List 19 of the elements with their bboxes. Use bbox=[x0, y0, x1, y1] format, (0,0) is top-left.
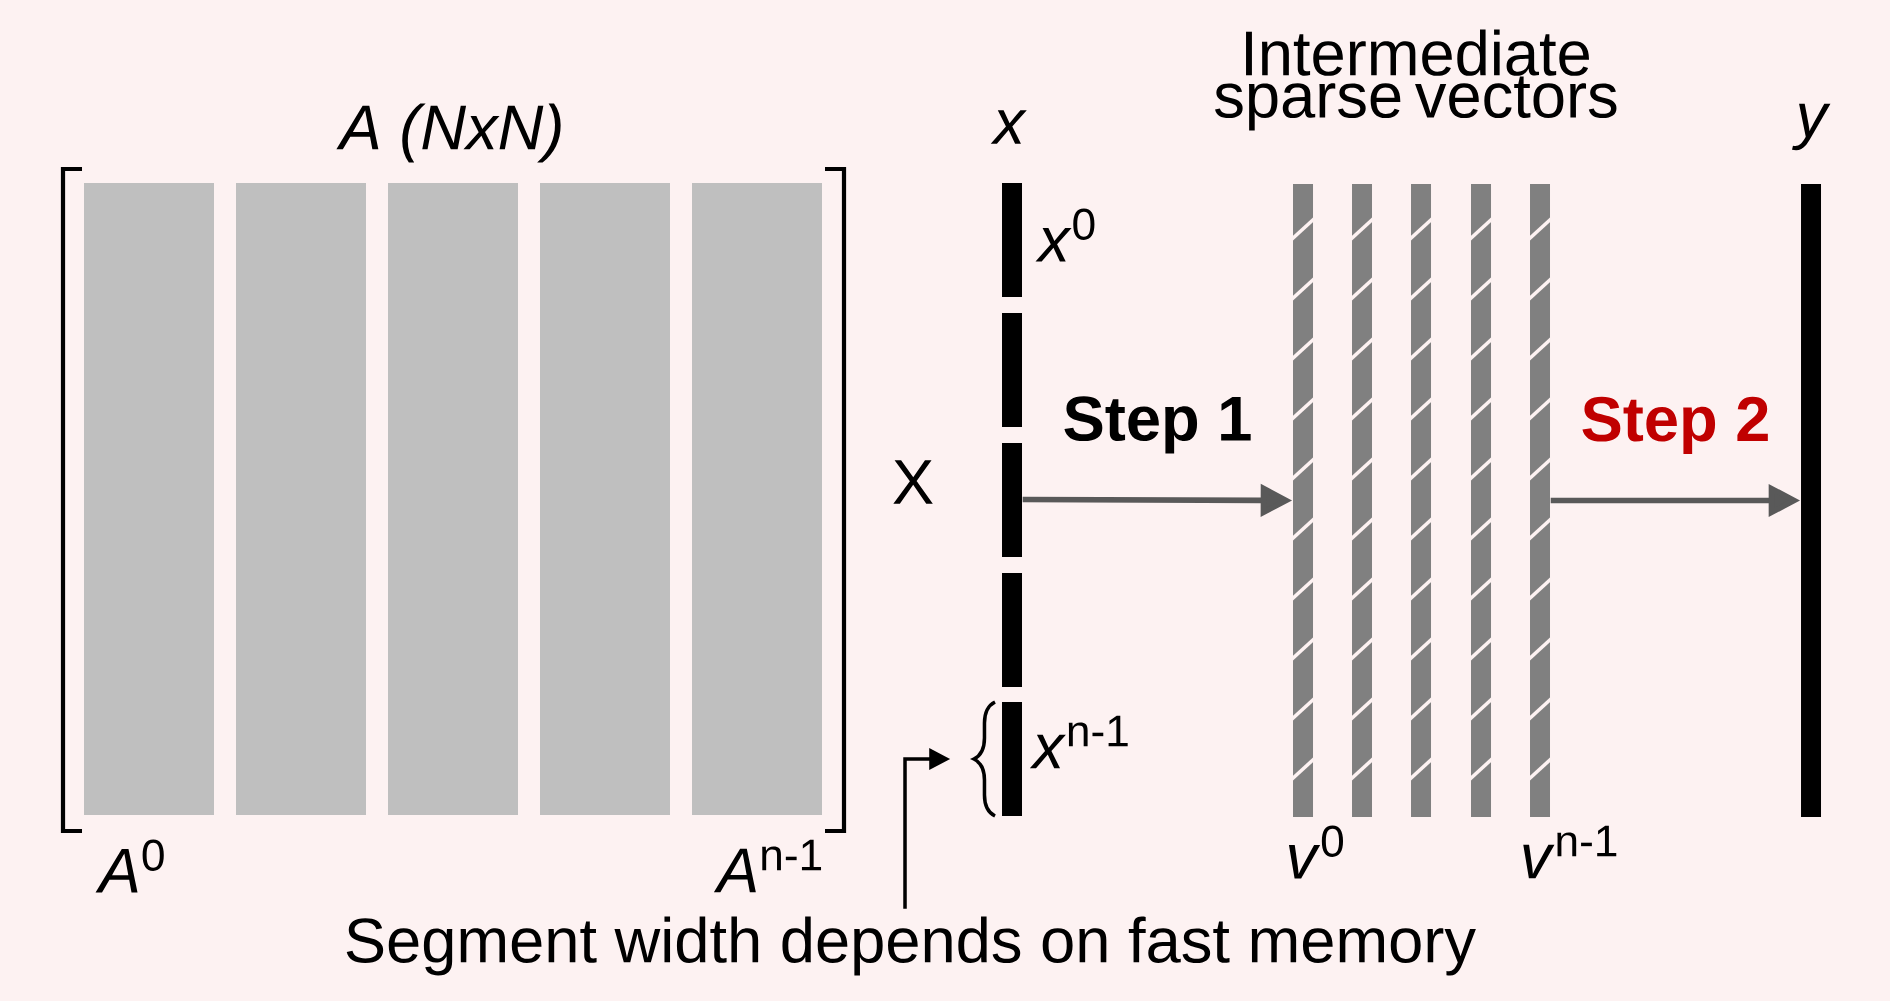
matrix-column bbox=[540, 183, 670, 815]
vector-label: y bbox=[1792, 103, 1831, 151]
edge-label: Step 1 bbox=[1064, 396, 1251, 454]
edge-label: Step 2 bbox=[1582, 396, 1768, 455]
matrix-column bbox=[388, 183, 518, 815]
note-text: Segment width depends on fast memory bbox=[346, 916, 1476, 976]
subscript-label: x$^{0}$ bbox=[1035, 208, 1095, 262]
matrix-column bbox=[692, 183, 822, 815]
subscript-label: x$^{n-1}$ bbox=[1029, 715, 1128, 769]
matrix-title: A (NxN) bbox=[336, 103, 561, 163]
subscript-label: A$^{n-1}$ bbox=[713, 839, 822, 893]
matrix-column bbox=[236, 183, 366, 815]
vector-label: x bbox=[990, 110, 1027, 144]
subscript-label: v$^{0}$ bbox=[1288, 825, 1343, 879]
matrix-column bbox=[84, 183, 214, 815]
subscript-label: v$^{n-1}$ bbox=[1523, 825, 1617, 879]
multiply-sign: X bbox=[893, 460, 933, 504]
subscript-label: A$^{0}$ bbox=[95, 839, 164, 893]
group-title: Intermediate sparse vectors bbox=[1215, 29, 1617, 131]
